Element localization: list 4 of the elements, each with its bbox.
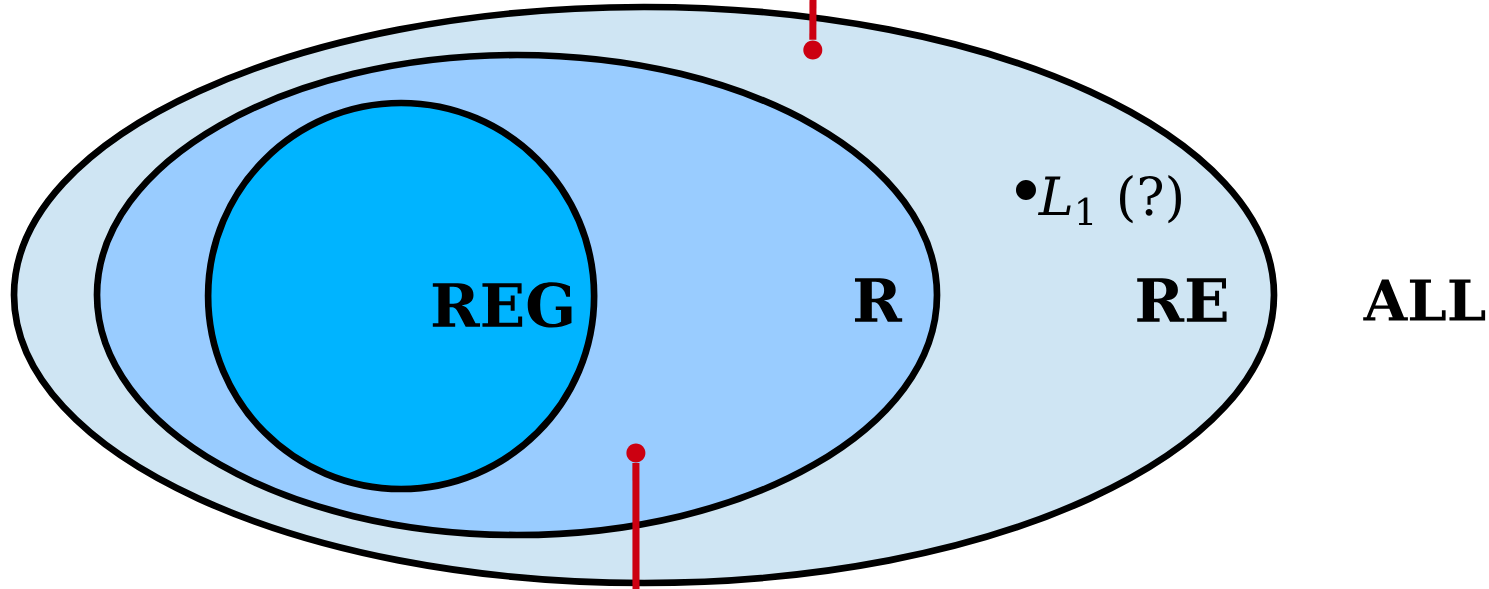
point-label: L$_{1}$ (?) — [1037, 175, 1181, 225]
set-label: ALL — [1363, 279, 1486, 321]
point-dot — [626, 443, 646, 463]
point-dot — [803, 40, 823, 60]
